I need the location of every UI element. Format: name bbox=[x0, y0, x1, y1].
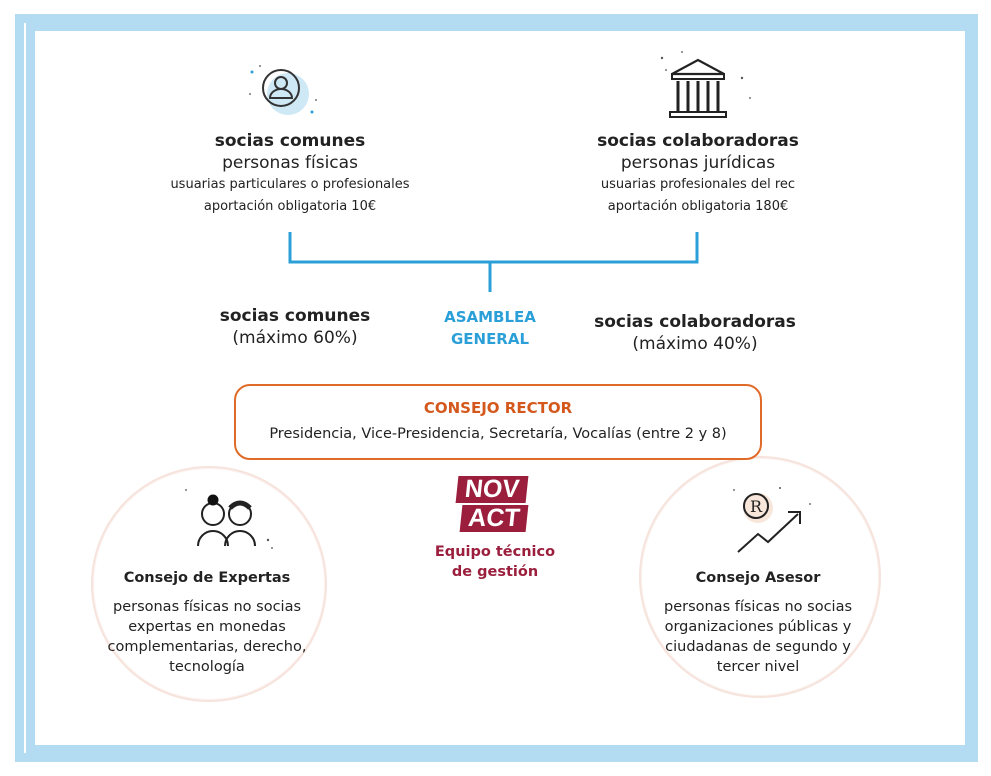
experts-title: Consejo de Expertas bbox=[123, 570, 291, 586]
assembly-right-share: (máximo 40%) bbox=[632, 334, 758, 354]
experts-circle bbox=[91, 466, 327, 702]
equipo-line1: Equipo técnico bbox=[434, 544, 556, 560]
socias-comunes-fee: aportación obligatoria 10€ bbox=[203, 199, 377, 214]
experts-text: Consejo de Expertas personas físicas no … bbox=[105, 568, 309, 677]
advisory-line-1: personas físicas no socias bbox=[663, 599, 853, 615]
assembly-left-share: (máximo 60%) bbox=[232, 328, 358, 348]
experts-icon bbox=[180, 486, 280, 556]
advisory-line-2: organizaciones públicas y bbox=[664, 619, 852, 635]
experts-line-1: personas físicas no socias bbox=[112, 599, 302, 615]
socias-comunes-title: socias comunes bbox=[214, 131, 366, 151]
experts-line-4: tecnología bbox=[169, 659, 245, 675]
socias-colaboradoras-fee: aportación obligatoria 180€ bbox=[607, 199, 789, 214]
experts-line-2: expertas en monedas bbox=[128, 619, 286, 635]
novact-logo-line1: NOV bbox=[455, 475, 529, 503]
advisory-line-3: ciudadanas de segundo y bbox=[665, 639, 851, 655]
socias-colaboradoras-subtitle: personas jurídicas bbox=[620, 153, 776, 173]
equipo-tecnico-label: Equipo técnico de gestión bbox=[405, 542, 585, 582]
novact-logo-line2: ACT bbox=[459, 504, 529, 532]
inner-frame bbox=[26, 22, 974, 754]
institution-icon bbox=[652, 48, 762, 130]
assembly-left: socias comunes (máximo 60%) bbox=[190, 305, 400, 349]
socias-colaboradoras-users: usuarias profesionales del rec bbox=[600, 177, 796, 192]
socias-comunes-subtitle: personas físicas bbox=[222, 153, 358, 173]
advisory-text: Consejo Asesor personas físicas no socia… bbox=[652, 568, 864, 677]
assembly-right: socias colaboradoras (máximo 40%) bbox=[580, 311, 810, 355]
assembly-left-title: socias comunes bbox=[219, 306, 371, 326]
assembly-right-title: socias colaboradoras bbox=[594, 312, 796, 332]
growth-chart-icon: R bbox=[716, 482, 816, 560]
socias-comunes-users: usuarias particulares o profesionales bbox=[170, 177, 410, 192]
person-icon bbox=[246, 60, 322, 130]
equipo-line2: de gestión bbox=[451, 564, 539, 580]
asamblea-line2: GENERAL bbox=[450, 330, 530, 348]
consejo-rector-text: Presidencia, Vice-Presidencia, Secretarí… bbox=[269, 426, 727, 442]
experts-line-3: complementarias, derecho, bbox=[107, 639, 307, 655]
advisory-title: Consejo Asesor bbox=[695, 570, 821, 586]
socias-colaboradoras-title: socias colaboradoras bbox=[597, 131, 799, 151]
advisory-line-4: tercer nivel bbox=[716, 659, 800, 675]
asamblea-general-label: ASAMBLEA GENERAL bbox=[400, 306, 580, 350]
svg-text:R: R bbox=[750, 497, 763, 516]
novact-logo: NOV ACT bbox=[455, 475, 533, 534]
consejo-rector-title: CONSEJO RECTOR bbox=[423, 399, 573, 417]
socias-colaboradoras-block: socias colaboradoras personas jurídicas … bbox=[568, 130, 828, 218]
asamblea-line1: ASAMBLEA bbox=[444, 308, 536, 326]
consejo-rector-box: CONSEJO RECTOR Presidencia, Vice-Preside… bbox=[234, 384, 762, 460]
socias-comunes-block: socias comunes personas físicas usuarias… bbox=[160, 130, 420, 218]
